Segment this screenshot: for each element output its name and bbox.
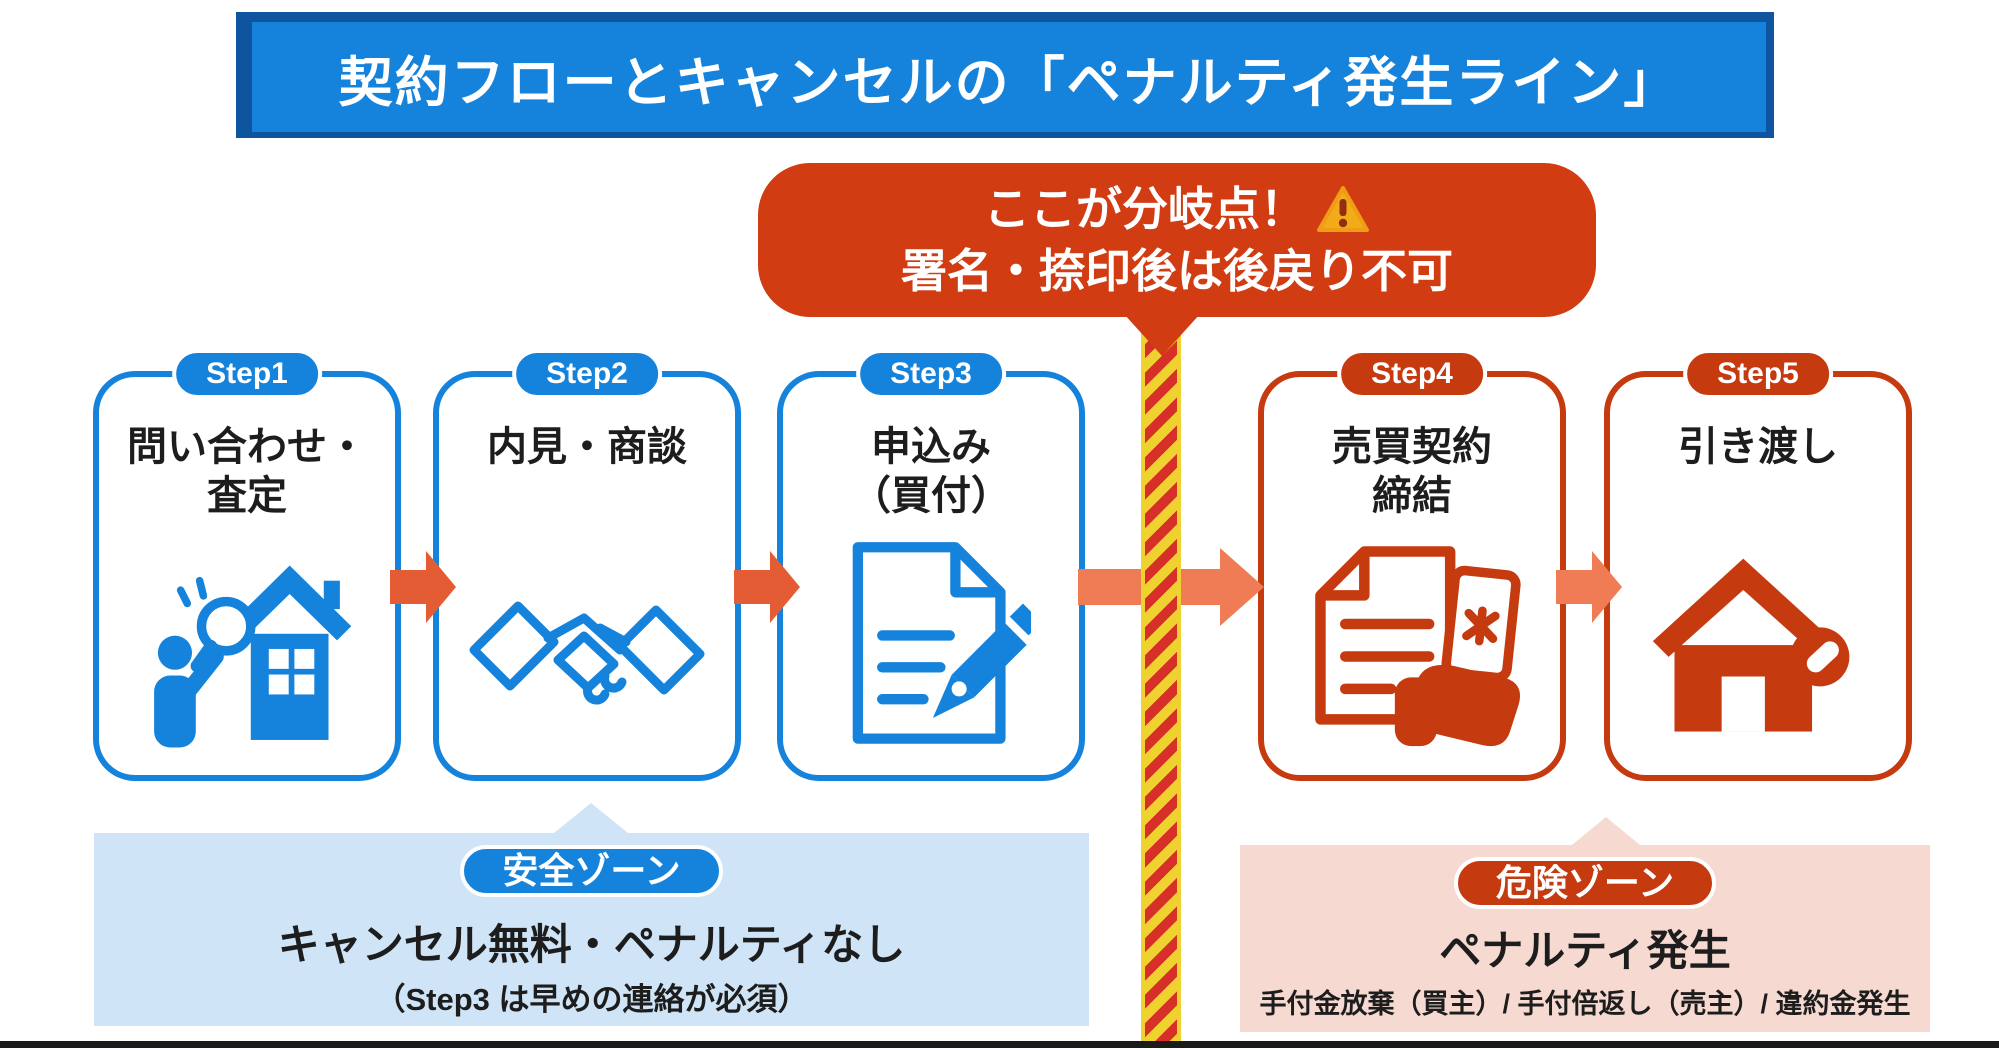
bottom-border-line (0, 1041, 1999, 1048)
safe-zone-line1: キャンセル無料・ペナルティなし (277, 921, 906, 968)
safe-zone-notch (554, 803, 628, 833)
handshake-icon (462, 590, 712, 735)
arrow-right-icon (734, 551, 800, 623)
title-banner: 契約フローとキャンセルの「ペナルティ発生ライン」 (252, 22, 1766, 132)
step4-badge: Step4 (1337, 349, 1487, 399)
warning-triangle-icon (1317, 185, 1369, 232)
step4-title: 売買契約 締結 (1332, 425, 1492, 518)
step5-card: Step5 引き渡し (1604, 349, 1912, 781)
page-title: 契約フローとキャンセルの「ペナルティ発生ライン」 (338, 52, 1680, 113)
danger-zone-line2: 手付金放棄（買主）/ 手付倍返し（売主）/ 違約金発生 (1259, 989, 1911, 1019)
branch-point-callout: ここが分岐点！ 署名・捺印後は後戻り不可 (758, 163, 1596, 317)
danger-zone-badge: 危険ゾーン (1453, 857, 1717, 909)
step5-badge: Step5 (1683, 349, 1833, 399)
step1-card: Step1 問い合わせ・ 査定 (93, 349, 401, 781)
danger-zone-line1: ペナルティ発生 (1439, 927, 1731, 974)
step2-card: Step2 内見・商談 (433, 349, 741, 781)
step5-title: 引き渡し (1678, 425, 1838, 469)
safe-zone-panel: 安全ゾーン キャンセル無料・ペナルティなし （Step3 は早めの連絡が必須） (94, 833, 1089, 1026)
step2-title: 内見・商談 (487, 425, 687, 469)
callout-line2: 署名・捺印後は後戻り不可 (901, 245, 1453, 297)
step3-badge: Step3 (856, 349, 1006, 399)
callout-tail (1124, 314, 1200, 356)
callout-line1: ここが分岐点！ (984, 182, 1306, 235)
step2-badge: Step2 (512, 349, 662, 399)
danger-zone-notch (1572, 817, 1640, 845)
step1-title: 問い合わせ・ 査定 (127, 425, 367, 518)
arrow-right-icon (390, 551, 456, 623)
safe-zone-line2: （Step3 は早めの連絡が必須） (374, 982, 809, 1017)
contract-money-icon (1299, 542, 1525, 753)
hazard-stripe-line (1141, 316, 1181, 1041)
document-pen-icon (831, 536, 1042, 753)
house-search-icon (138, 548, 356, 753)
step4-card: Step4 売買契約 締結 (1258, 349, 1566, 781)
step3-card: Step3 申込み （買付） (777, 349, 1085, 781)
arrow-right-icon (1556, 551, 1622, 623)
step3-title: 申込み （買付） (851, 425, 1011, 518)
danger-zone-panel: 危険ゾーン ペナルティ発生 手付金放棄（買主）/ 手付倍返し（売主）/ 違約金発… (1240, 845, 1930, 1032)
house-key-icon (1645, 550, 1871, 753)
step1-badge: Step1 (172, 349, 322, 399)
safe-zone-badge: 安全ゾーン (460, 845, 723, 897)
